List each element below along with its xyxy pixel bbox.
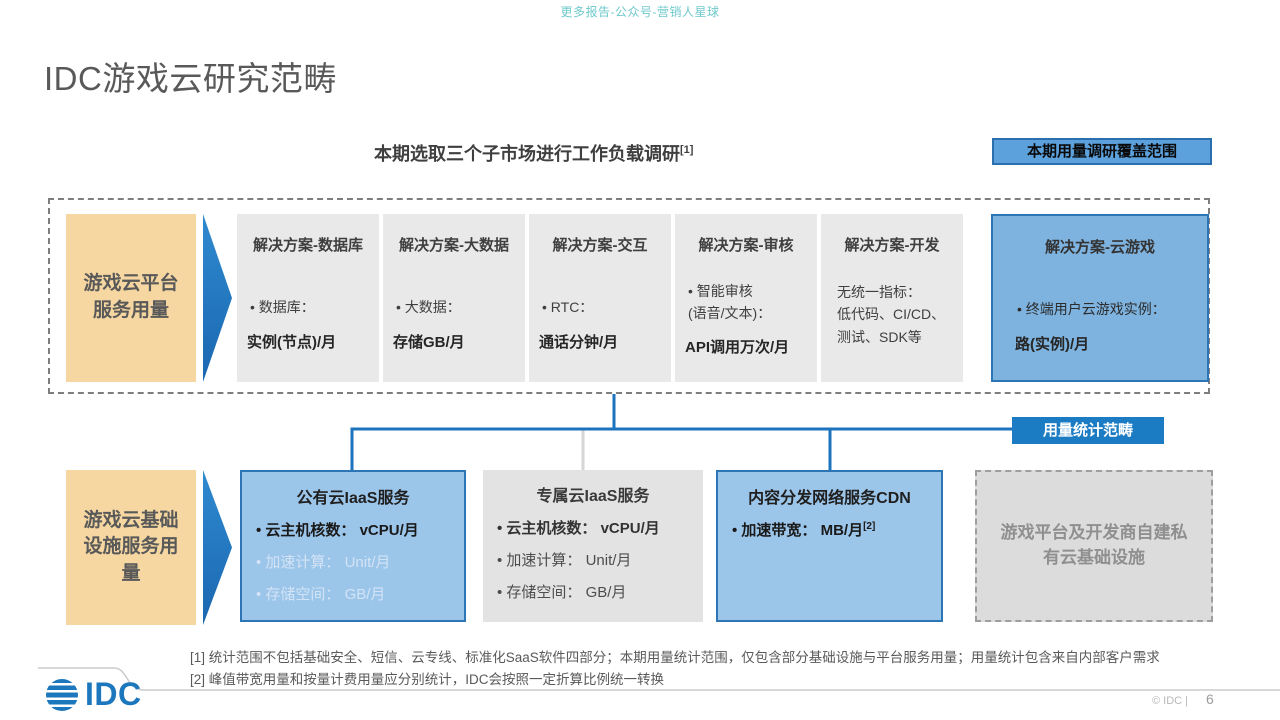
- box-items: • 加速带宽： MB/月[2]: [718, 519, 941, 540]
- box-title: 解决方案-开发: [844, 237, 940, 254]
- row2-category-label: 游戏云基础 设施服务用 量: [66, 470, 196, 625]
- box-metric: 存储GB/月: [393, 333, 465, 351]
- box-metric: API调用万次/月: [685, 339, 790, 357]
- box-title: 解决方案-数据库: [253, 237, 363, 254]
- box-item: • 加速计算： Unit/月: [497, 552, 632, 569]
- subtitle-text: 本期选取三个子市场进行工作负载调研: [374, 144, 680, 164]
- footnote-1: [1] 统计范围不包括基础安全、短信、云专线、标准化SaaS软件四部分；本期用量…: [190, 650, 1160, 665]
- box-item: • 云主机核数： vCPU/月: [256, 522, 419, 539]
- box-items: • 云主机核数： vCPU/月 • 加速计算： Unit/月 • 存储空间： G…: [242, 519, 464, 604]
- box-title: 游戏平台及开发商自建私有云基础设施: [1000, 523, 1188, 567]
- infra-box-private-cloud: 游戏平台及开发商自建私有云基础设施: [975, 470, 1213, 622]
- solution-box-bigdata: 解决方案-大数据 • 大数据： 存储GB/月: [383, 214, 525, 382]
- box-bullet: • 数据库：: [250, 299, 315, 315]
- idc-globe-icon: [46, 678, 78, 711]
- infra-box-cdn: 内容分发网络服务CDN • 加速带宽： MB/月[2]: [716, 470, 943, 622]
- subtitle-footnote-ref: [1]: [680, 144, 694, 156]
- box-metric: 实例(节点)/月: [247, 333, 337, 351]
- connector-lines: [350, 394, 1014, 472]
- copyright-text: © IDC |: [1152, 695, 1189, 707]
- footer-divider-swoosh: [38, 667, 1280, 691]
- footnote-ref: [2]: [863, 521, 876, 532]
- solution-box-cloud-gaming: 解决方案-云游戏 • 终端用户云游戏实例： 路(实例)/月: [991, 214, 1209, 382]
- infra-box-dedicated-iaas: 专属云IaaS服务 • 云主机核数： vCPU/月 • 加速计算： Unit/月…: [483, 470, 703, 622]
- box-item: • 云主机核数： vCPU/月: [497, 520, 660, 537]
- box-items: • 云主机核数： vCPU/月 • 加速计算： Unit/月 • 存储空间： G…: [483, 517, 703, 602]
- box-title: 解决方案-交互: [552, 237, 648, 254]
- box-item: • 加速带宽： MB/月[2]: [732, 519, 941, 540]
- box-item: • 加速计算： Unit/月: [256, 554, 391, 571]
- box-item-text: • 加速带宽： MB/月: [732, 522, 864, 539]
- footnote-2: [2] 峰值带宽用量和按量计费用量应分别统计，IDC会按照一定折算比例统一转换: [190, 672, 665, 687]
- row1-category-label: 游戏云平台 服务用量: [66, 214, 196, 382]
- box-title: 内容分发网络服务CDN: [748, 490, 911, 507]
- coverage-scope-badge: 本期用量调研覆盖范围: [992, 138, 1212, 165]
- box-title: 公有云IaaS服务: [296, 490, 410, 507]
- box-title: 解决方案-审核: [698, 237, 794, 254]
- box-bullet: • RTC：: [542, 299, 594, 315]
- idc-logo-text: IDC: [85, 676, 142, 712]
- solution-box-database: 解决方案-数据库 • 数据库： 实例(节点)/月: [237, 214, 379, 382]
- box-title: 解决方案-云游戏: [1045, 239, 1155, 256]
- box-metric: 路(实例)/月: [1015, 335, 1090, 353]
- box-note-lines: 无统一指标： 低代码、CI/CD、 测试、SDK等: [837, 284, 946, 345]
- solution-box-moderation: 解决方案-审核 • 智能审核 (语音/文本)： API调用万次/月: [675, 214, 817, 382]
- infra-box-public-iaas: 公有云IaaS服务 • 云主机核数： vCPU/月 • 加速计算： Unit/月…: [240, 470, 466, 622]
- idc-logo: IDC: [44, 676, 142, 713]
- box-item: • 存储空间： GB/月: [256, 586, 386, 603]
- solution-box-interaction: 解决方案-交互 • RTC： 通话分钟/月: [529, 214, 671, 382]
- watermark-note: 更多报告-公众号-营销人星球: [560, 5, 720, 19]
- solution-box-devtools: 解决方案-开发 无统一指标： 低代码、CI/CD、 测试、SDK等: [821, 214, 963, 382]
- chevron-right-icon: [203, 470, 232, 625]
- page-number: 6: [1206, 691, 1214, 707]
- subtitle: 本期选取三个子市场进行工作负载调研[1]: [374, 140, 693, 166]
- box-bullet: • 智能审核 (语音/文本)：: [688, 283, 772, 321]
- box-title: 解决方案-大数据: [399, 237, 509, 254]
- usage-stats-scope-badge: 用量统计范畴: [1012, 417, 1164, 444]
- box-bullet: • 大数据：: [396, 299, 461, 315]
- platform-row-dashed-frame: [48, 198, 1210, 394]
- box-bullet: • 终端用户云游戏实例：: [1017, 301, 1166, 317]
- box-metric: 通话分钟/月: [539, 333, 619, 351]
- box-title: 专属云IaaS服务: [536, 488, 650, 505]
- page-title: IDC游戏云研究范畴: [44, 60, 337, 97]
- box-item: • 存储空间： GB/月: [497, 584, 627, 601]
